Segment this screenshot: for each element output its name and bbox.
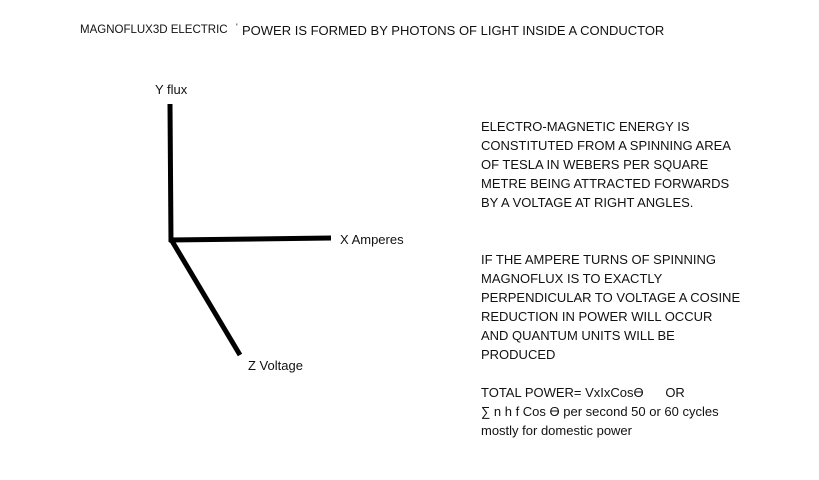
text-line: MAGNOFLUX IS TO EXACTLY <box>481 271 663 286</box>
text-line: METRE BEING ATTRACTED FORWARDS <box>481 176 730 191</box>
y-axis-label: Y flux <box>155 82 188 97</box>
title-right: POWER IS FORMED BY PHOTONS OF LIGHT INSI… <box>242 23 665 38</box>
text-line: BY A VOLTAGE AT RIGHT ANGLES. <box>481 195 694 210</box>
formula-line: TOTAL POWER= VxIxCosϴ OR <box>481 385 685 400</box>
text-line: CONSTITUTED FROM A SPINNING AREA <box>481 138 731 153</box>
text-line: OF TESLA IN WEBERS PER SQUARE <box>481 157 709 172</box>
explanation-text: ELECTRO-MAGNETIC ENERGY IS CONSTITUTED F… <box>481 98 740 440</box>
title-left: MAGNOFLUX3D ELECTRIC <box>80 24 228 36</box>
title-mark: ' <box>236 22 238 32</box>
y-axis-line <box>167 103 174 243</box>
formula-line: ∑ n h f Cos ϴ per second 50 or 60 cycles <box>481 404 719 419</box>
x-axis-label: X Amperes <box>340 232 404 247</box>
text-line: mostly for domestic power <box>481 423 632 438</box>
text-line: IF THE AMPERE TURNS OF SPINNING <box>481 252 716 267</box>
text-line: PERPENDICULAR TO VOLTAGE A COSINE <box>481 290 741 305</box>
text-line: REDUCTION IN POWER WILL OCCUR <box>481 309 713 324</box>
z-axis-label: Z Voltage <box>248 358 303 373</box>
z-axis-line <box>169 239 243 357</box>
text-line: PRODUCED <box>481 347 556 362</box>
x-axis-line <box>168 235 332 243</box>
text-line: ELECTRO-MAGNETIC ENERGY IS <box>481 119 690 134</box>
text-line: AND QUANTUM UNITS WILL BE <box>481 328 675 343</box>
